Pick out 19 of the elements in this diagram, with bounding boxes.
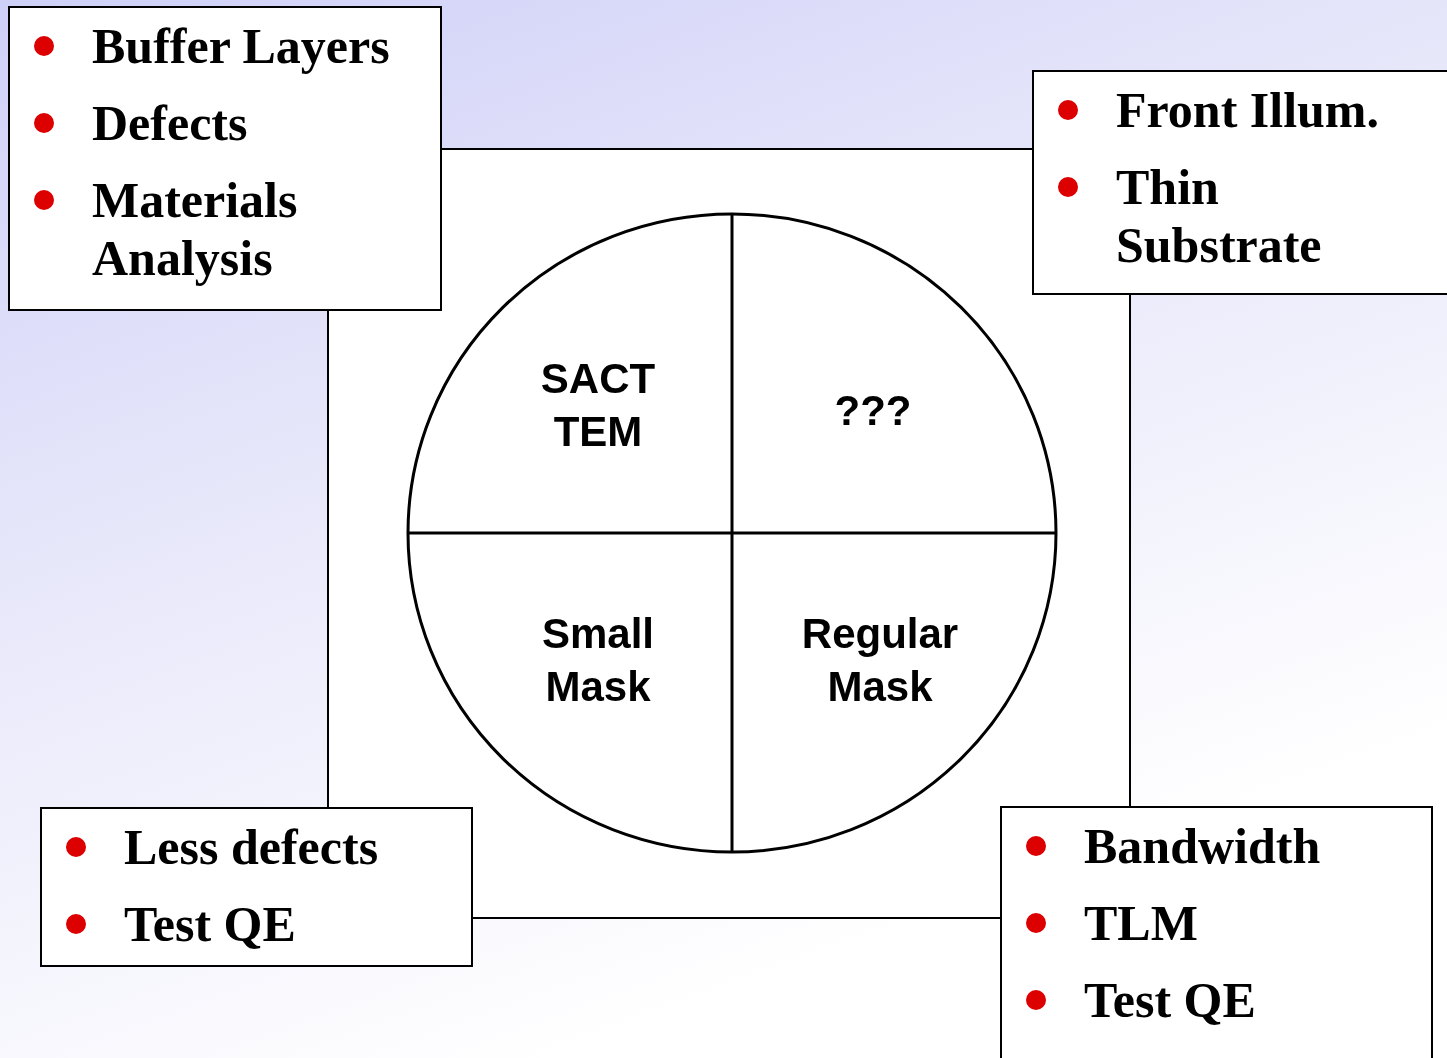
bullet-text: Less defects — [124, 818, 380, 876]
bullet-text: Test QE — [1084, 971, 1257, 1029]
bullet-list-box — [1032, 70, 1447, 295]
bullet-text: TLM — [1084, 894, 1199, 952]
bullet-text: Thin Substrate — [1116, 158, 1323, 274]
quadrant-label: Small Mask — [493, 607, 703, 713]
bullet-text: Test QE — [124, 895, 297, 953]
quadrant-label: SACT TEM — [493, 352, 703, 458]
bullet-text: Materials Analysis — [92, 171, 299, 287]
bullet-text: Defects — [92, 94, 249, 152]
bullet-list-box — [8, 6, 442, 311]
quadrant-label: Regular Mask — [775, 607, 985, 713]
bullet-text: Buffer Layers — [92, 17, 391, 75]
quadrant-label: ??? — [768, 383, 978, 437]
quadrant-circle — [406, 212, 1058, 854]
bullet-text: Front Illum. — [1116, 81, 1380, 139]
bullet-list-box — [1000, 806, 1433, 1058]
bullet-text: Bandwidth — [1084, 817, 1322, 875]
bullet-list-box — [40, 807, 473, 967]
